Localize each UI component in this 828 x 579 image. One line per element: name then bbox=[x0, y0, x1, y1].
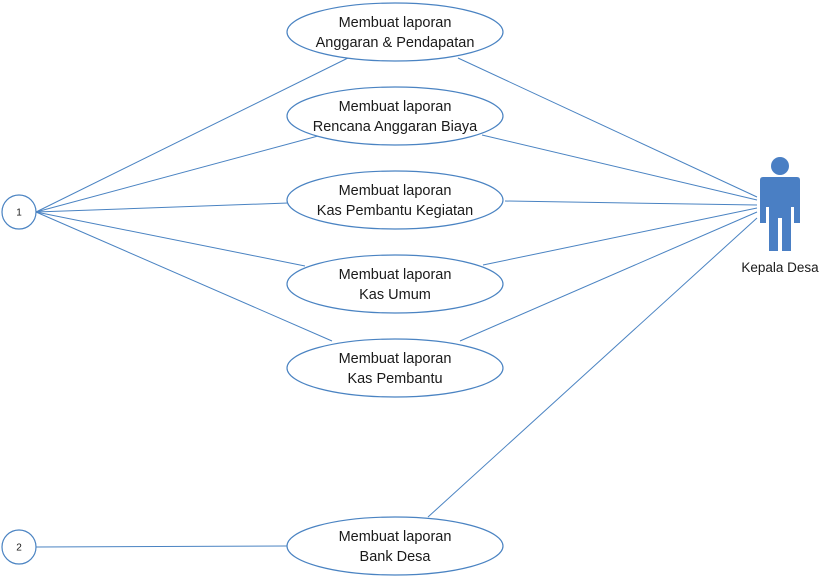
connector-lines bbox=[35, 56, 758, 548]
connector-circle bbox=[1, 529, 37, 565]
use-case-line-1: Membuat laporan bbox=[339, 15, 452, 31]
use-case-line-1: Membuat laporan bbox=[339, 183, 452, 199]
use-case-line-1: Membuat laporan bbox=[339, 351, 452, 367]
use-case-line-1: Membuat laporan bbox=[339, 99, 452, 115]
link-uc3-actor bbox=[504, 200, 758, 206]
link-uc4-actor bbox=[482, 207, 758, 266]
use-case-ellipse bbox=[286, 86, 504, 146]
use-case-line-1: Membuat laporan bbox=[339, 529, 452, 545]
use-case-ellipse bbox=[286, 2, 504, 62]
link-c1-uc5 bbox=[35, 211, 333, 342]
use-case-line-2: Kas Pembantu bbox=[347, 371, 442, 387]
connector-1: 1 bbox=[1, 194, 37, 230]
use-case-ellipse bbox=[286, 170, 504, 230]
link-uc2-actor bbox=[481, 134, 758, 201]
link-c1-uc4 bbox=[35, 211, 306, 267]
link-uc1-actor bbox=[457, 57, 758, 198]
use-case-kas-umum: Membuat laporan Kas Umum bbox=[286, 254, 504, 314]
use-case-bank-desa: Membuat laporan Bank Desa bbox=[286, 516, 504, 576]
link-uc6-actor bbox=[427, 217, 758, 518]
actor-icon bbox=[760, 157, 800, 251]
link-c1-uc1 bbox=[35, 56, 351, 213]
use-case-ellipse bbox=[286, 338, 504, 398]
connector-2: 2 bbox=[1, 529, 37, 565]
link-c1-uc3 bbox=[35, 202, 289, 213]
use-case-ellipse bbox=[286, 254, 504, 314]
use-case-ellipse bbox=[286, 516, 504, 576]
link-uc5-actor bbox=[459, 211, 758, 342]
link-c1-uc2 bbox=[35, 135, 319, 213]
use-case-rencana-anggaran-biaya: Membuat laporan Rencana Anggaran Biaya bbox=[286, 86, 504, 146]
use-case-line-2: Bank Desa bbox=[360, 549, 432, 565]
use-case-anggaran-pendapatan: Membuat laporan Anggaran & Pendapatan bbox=[286, 2, 504, 62]
use-case-line-2: Kas Umum bbox=[359, 287, 431, 303]
use-case-line-2: Kas Pembantu Kegiatan bbox=[317, 203, 473, 219]
connector-label: 2 bbox=[16, 543, 22, 554]
use-case-line-2: Rencana Anggaran Biaya bbox=[313, 119, 478, 135]
use-case-line-2: Anggaran & Pendapatan bbox=[316, 35, 475, 51]
actor-kepala-desa: Kepala Desa bbox=[741, 157, 819, 275]
connector-label: 1 bbox=[16, 208, 22, 219]
actor-label: Kepala Desa bbox=[741, 260, 819, 275]
link-c2-uc6 bbox=[35, 545, 288, 548]
use-case-kas-pembantu-kegiatan: Membuat laporan Kas Pembantu Kegiatan bbox=[286, 170, 504, 230]
use-case-kas-pembantu: Membuat laporan Kas Pembantu bbox=[286, 338, 504, 398]
use-case-line-1: Membuat laporan bbox=[339, 267, 452, 283]
connector-circle bbox=[1, 194, 37, 230]
